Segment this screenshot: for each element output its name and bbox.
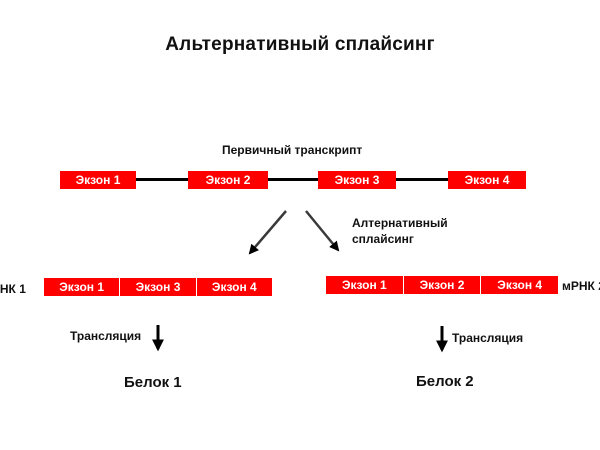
- right-splice-arrow-icon: [305, 210, 340, 252]
- mrna-1-exon-1: Экзон 1: [44, 278, 120, 296]
- mrna-1-exon-3: Экзон 3: [119, 278, 196, 296]
- protein-2-label: Белок 2: [416, 373, 474, 390]
- alternative-splicing-label-line1: Алтернативный: [352, 216, 448, 230]
- mrna-1-exon-4: Экзон 4: [195, 278, 272, 296]
- primary-transcript-label: Первичный транскрипт: [222, 143, 363, 157]
- primary-exon-2: Экзон 2: [188, 171, 268, 189]
- mrna-1-label: мРНК 1: [0, 282, 26, 296]
- left-splice-arrow-icon: [248, 210, 287, 255]
- protein-1-label: Белок 1: [124, 374, 182, 391]
- alternative-splicing-label-line2: сплайсинг: [352, 232, 414, 246]
- mrna-2-exon-4: Экзон 4: [480, 276, 559, 294]
- intron-line: [130, 178, 460, 181]
- primary-exon-4: Экзон 4: [448, 171, 526, 189]
- mrna-1-bar: Экзон 1 Экзон 3 Экзон 4: [44, 278, 272, 296]
- mrna-2-exon-2: Экзон 2: [402, 276, 481, 294]
- primary-exon-1: Экзон 1: [60, 171, 136, 189]
- translation-2-label: Трансляция: [452, 331, 524, 345]
- diagram-title: Альтернативный сплайсинг: [165, 34, 435, 55]
- mrna-2-label: мРНК 2: [562, 279, 600, 293]
- mrna-2-exon-1: Экзон 1: [326, 276, 403, 294]
- primary-exon-3: Экзон 3: [318, 171, 396, 189]
- mrna-2-bar: Экзон 1 Экзон 2 Экзон 4: [326, 276, 559, 294]
- translation-1-label: Трансляция: [70, 329, 142, 343]
